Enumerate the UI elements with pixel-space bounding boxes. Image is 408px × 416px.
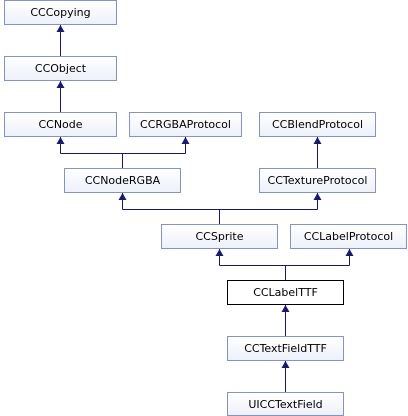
node-ccrgbaprotocol[interactable]: CCRGBAProtocol	[129, 112, 242, 137]
node-ccblendprotocol[interactable]: CCBlendProtocol	[259, 112, 376, 137]
node-ccobject[interactable]: CCObject	[4, 56, 117, 81]
node-ccnode[interactable]: CCNode	[4, 112, 117, 137]
node-uicctextfield[interactable]: UICCTextField	[227, 392, 344, 416]
node-ccnodergba[interactable]: CCNodeRGBA	[64, 168, 181, 193]
node-ccsprite[interactable]: CCSprite	[161, 224, 278, 249]
node-cclabelprotocol[interactable]: CCLabelProtocol	[290, 224, 407, 249]
node-cccopying[interactable]: CCCopying	[4, 0, 117, 25]
node-cctextfieldttf[interactable]: CCTextFieldTTF	[227, 336, 344, 361]
node-cctextureprotocol[interactable]: CCTextureProtocol	[259, 168, 376, 193]
node-cclabelttf[interactable]: CCLabelTTF	[227, 280, 344, 305]
